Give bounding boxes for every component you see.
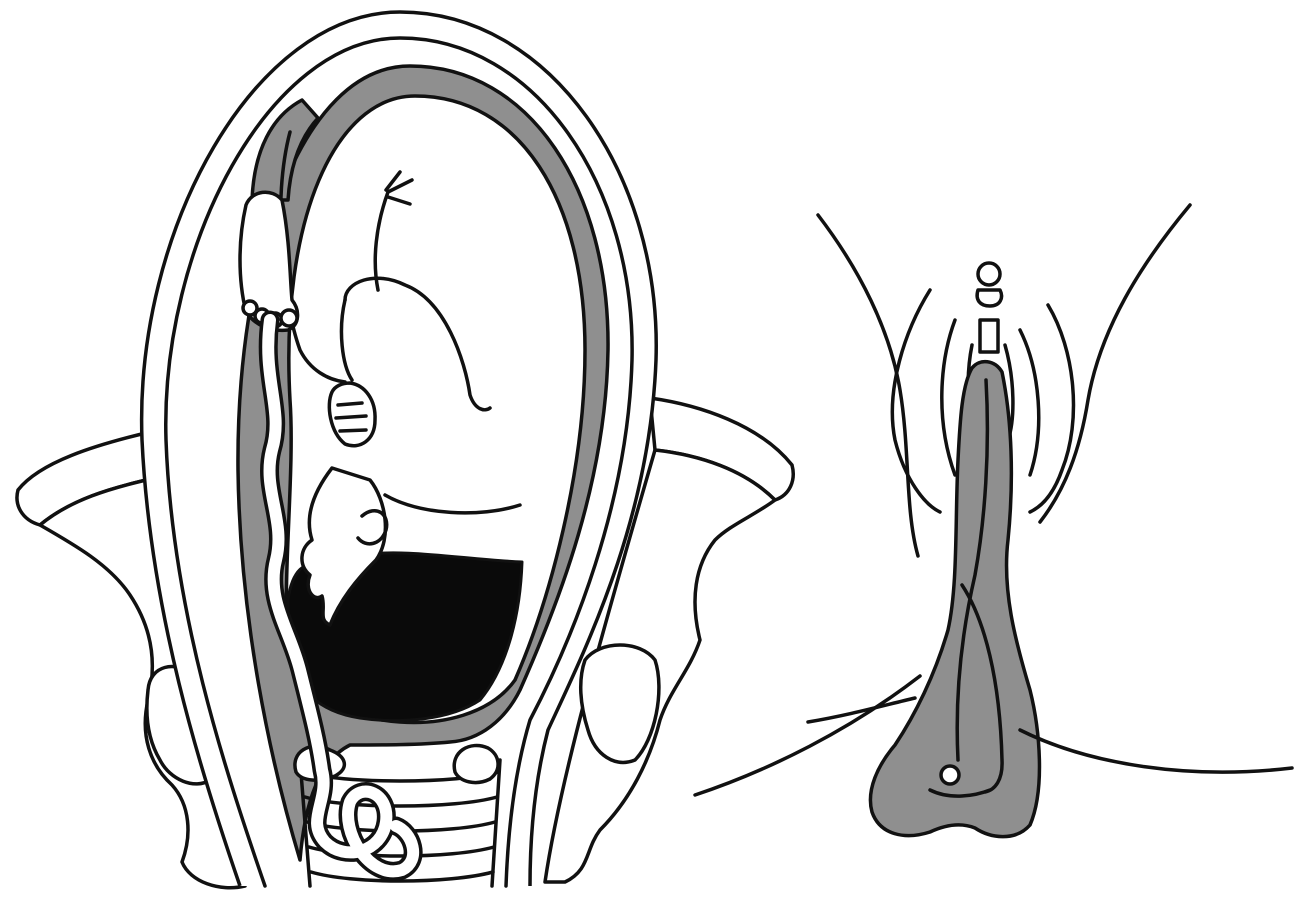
cervix-lip-right: [454, 745, 498, 782]
cord-knot: [941, 766, 959, 784]
labium-majus-right: [1030, 305, 1073, 512]
labium-majus-left: [892, 290, 940, 512]
clitoris: [978, 263, 1000, 285]
labium-minus-left: [942, 320, 955, 475]
urethral-opening: [980, 320, 998, 352]
clitoral-hood: [977, 290, 1001, 306]
left-thigh-contour: [818, 215, 918, 556]
fetal-hand: [329, 383, 375, 446]
toe: [281, 310, 297, 326]
perineum-view-figure: [695, 205, 1292, 837]
prolapsed-cord: [870, 362, 1039, 837]
right-thigh-contour: [1040, 205, 1190, 522]
right-obturator-foramen: [581, 645, 659, 762]
right-buttock-line: [1020, 730, 1292, 772]
uterus-cross-section-figure: [17, 12, 793, 888]
labium-minus-right: [1020, 330, 1039, 475]
